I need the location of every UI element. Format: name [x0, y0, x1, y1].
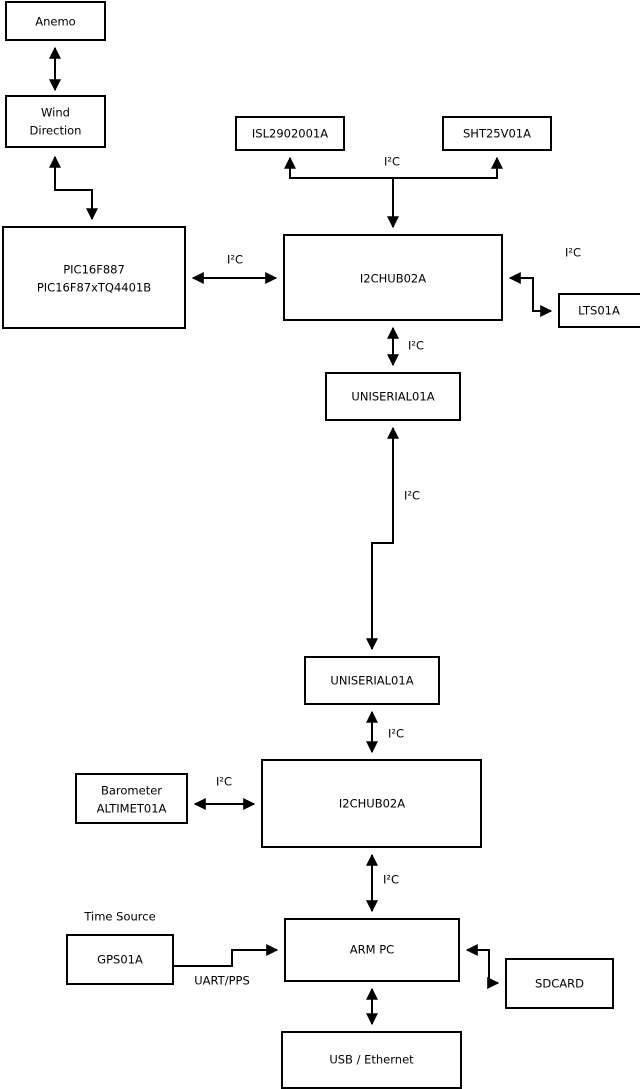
node-uniserial01a-lower-box[interactable] [304, 656, 440, 705]
node-usb-ethernet-box[interactable] [281, 1031, 462, 1089]
node-sht25v01a[interactable]: SHT25V01A [442, 116, 552, 151]
node-isl2902001a-box[interactable] [235, 116, 345, 151]
node-lts01a-label: LTS01A [578, 304, 620, 318]
node-uniserial01a-upper[interactable]: UNISERIAL01A [325, 372, 461, 421]
edge-label-baro-hub-i2c: I²C [216, 775, 232, 789]
edge-label-gps-armpc-uart: UART/PPS [194, 974, 250, 988]
node-uniserial01a-upper-label: UNISERIAL01A [351, 390, 434, 404]
node-usb-ethernet[interactable]: USB / Ethernet [281, 1031, 462, 1089]
edge-label-hub-lts-i2c: I²C [565, 246, 581, 260]
node-wind-direction-label-line2: Direction [30, 124, 82, 138]
edges-layer [49, 46, 553, 1026]
node-pic16f887-box[interactable] [2, 226, 186, 329]
node-uniserial01a-lower-label: UNISERIAL01A [330, 674, 413, 688]
node-barometer-label-line2: ALTIMET01A [97, 802, 167, 816]
edge-i2chub-isl [284, 156, 393, 179]
edge-label-hub-armpc-i2c: I²C [383, 873, 399, 887]
node-barometer-label-line1: Barometer [101, 784, 162, 798]
edge-label-isl-sht-i2c: I²C [384, 155, 400, 169]
node-anemo[interactable]: Anemo [5, 1, 106, 41]
edge-i2chub-lts [508, 272, 553, 317]
node-pic16f887-label-line2: PIC16F87xTQ4401B [37, 281, 151, 295]
edge-i2chub-sht [393, 156, 503, 179]
node-wind-direction-label-line1: Wind [41, 106, 70, 120]
node-uniserial01a-lower[interactable]: UNISERIAL01A [304, 656, 440, 705]
node-wind-direction[interactable]: Wind Direction [5, 95, 106, 148]
node-isl2902001a[interactable]: ISL2902001A [235, 116, 345, 151]
node-usb-ethernet-label: USB / Ethernet [329, 1053, 414, 1067]
node-arm-pc-box[interactable] [284, 918, 460, 982]
edge-armpc-sdcard [465, 944, 500, 989]
edge-label-uniserial-hub-i2c: I²C [388, 727, 404, 741]
edge-gps-armpc [173, 944, 279, 967]
edge-pic-winddirection [49, 155, 98, 221]
node-anemo-box[interactable] [5, 1, 106, 41]
node-pic16f887[interactable]: PIC16F887 PIC16F87xTQ4401B [2, 226, 186, 329]
node-arm-pc-label: ARM PC [350, 943, 394, 957]
node-gps01a-box[interactable] [66, 934, 174, 985]
node-i2chub02a-bottom-box[interactable] [261, 759, 482, 848]
node-i2chub02a-top[interactable]: I2CHUB02A [283, 234, 503, 321]
edge-label-pic-hub-i2c: I²C [227, 253, 243, 267]
node-sdcard-label: SDCARD [535, 977, 584, 991]
free-labels-layer: Time Source [83, 910, 155, 924]
node-isl2902001a-label: ISL2902001A [252, 127, 328, 141]
node-gps01a-label: GPS01A [97, 953, 143, 967]
node-i2chub02a-top-label: I2CHUB02A [360, 272, 426, 286]
node-arm-pc[interactable]: ARM PC [284, 918, 460, 982]
node-gps01a[interactable]: GPS01A [66, 934, 174, 985]
node-barometer-altimet01a[interactable]: Barometer ALTIMET01A [75, 773, 188, 824]
node-i2chub02a-bottom-label: I2CHUB02A [339, 797, 405, 811]
node-barometer-altimet01a-box[interactable] [75, 773, 188, 824]
node-wind-direction-box[interactable] [5, 95, 106, 148]
edge-uniserial-uniserial [366, 426, 399, 651]
node-anemo-label: Anemo [35, 15, 75, 29]
edge-label-uniserial-link-i2c: I²C [404, 489, 420, 503]
node-sht25v01a-label: SHT25V01A [463, 127, 531, 141]
node-uniserial01a-upper-box[interactable] [325, 372, 461, 421]
edge-labels-layer: I²C I²C I²C I²C I²C I²C I²C I²C UART/PPS [194, 155, 581, 988]
node-pic16f887-label-line1: PIC16F887 [63, 263, 125, 277]
node-sdcard-box[interactable] [505, 958, 614, 1009]
node-i2chub02a-bottom[interactable]: I2CHUB02A [261, 759, 482, 848]
node-lts01a[interactable]: LTS01A [558, 293, 640, 328]
node-lts01a-box[interactable] [558, 293, 640, 328]
node-sht25v01a-box[interactable] [442, 116, 552, 151]
node-sdcard[interactable]: SDCARD [505, 958, 614, 1009]
node-i2chub02a-top-box[interactable] [283, 234, 503, 321]
label-time-source: Time Source [83, 910, 155, 924]
edge-label-hub-uniserial-i2c: I²C [408, 339, 424, 353]
